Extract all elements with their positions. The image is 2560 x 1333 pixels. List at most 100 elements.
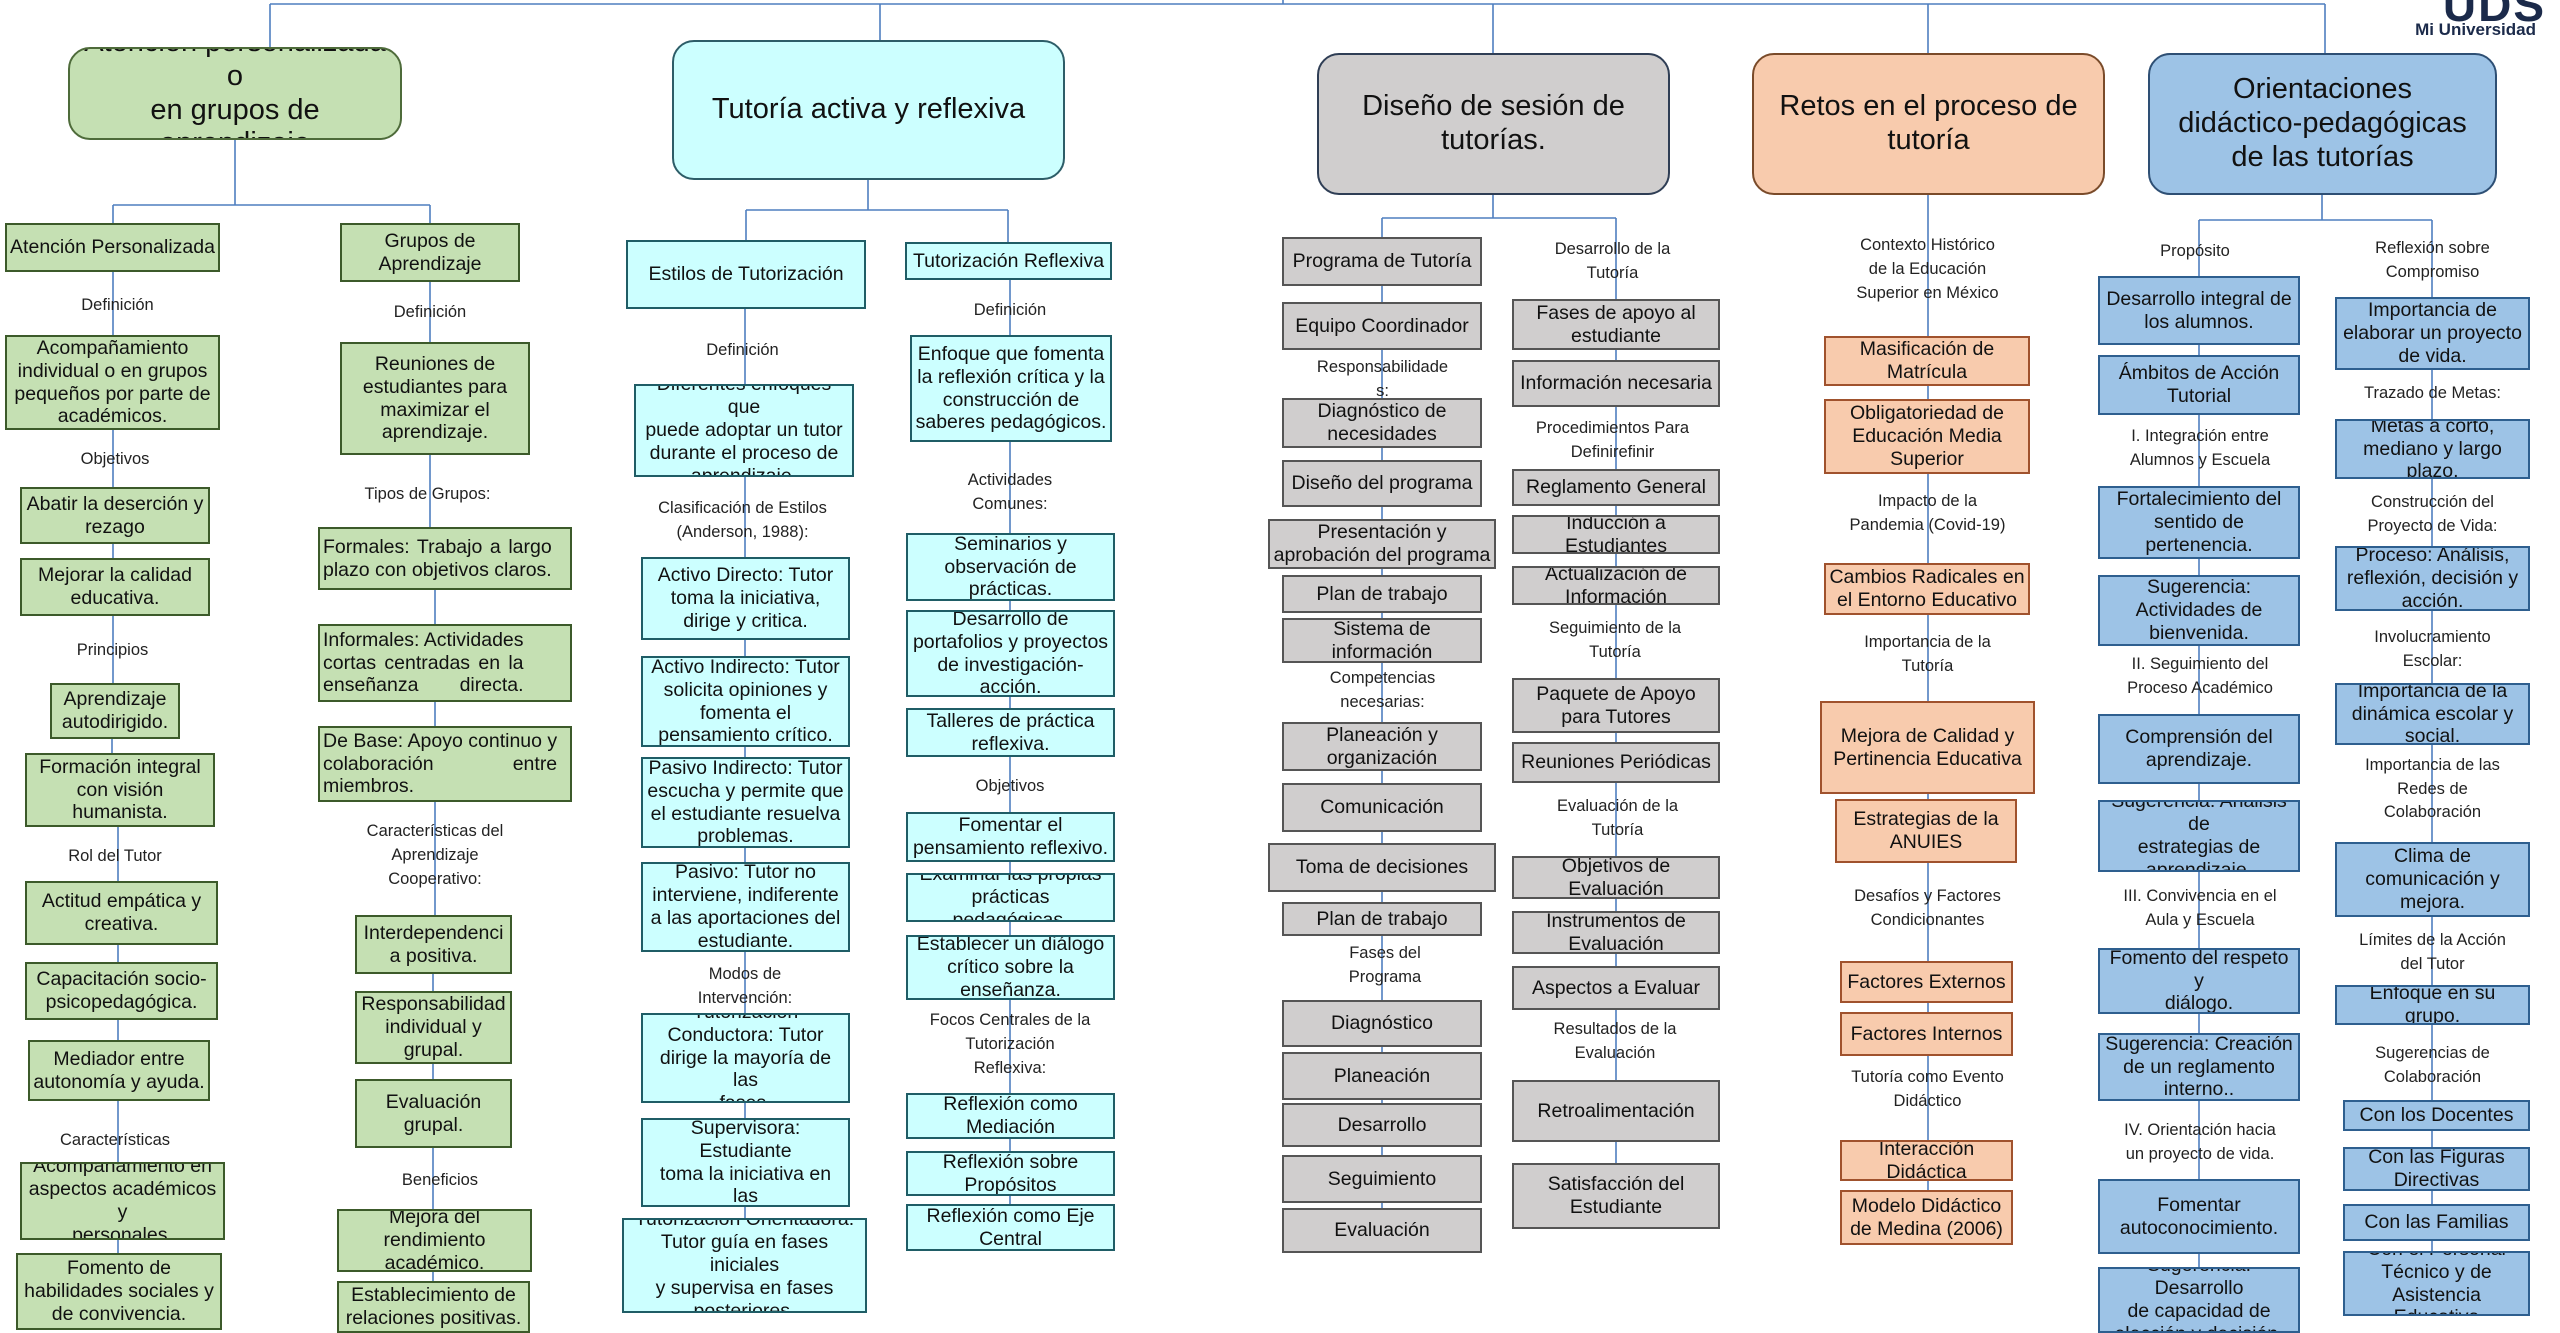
concept-box-c5-n16: Con las Figuras Directivas	[2343, 1147, 2530, 1191]
concept-box-c3-n12: Sistema de información	[1282, 618, 1482, 663]
connector-label-c2-l5: Objetivos	[975, 777, 1045, 796]
concept-box-c3-n7: Reglamento General	[1512, 469, 1720, 506]
connector-label-c4-l3: Importancia de la Tutoría	[1864, 633, 1991, 675]
concept-box-c4-n7: Factores Internos	[1840, 1012, 2013, 1056]
concept-box-c1-n19: Mejora del rendimiento académico.	[337, 1209, 532, 1272]
concept-box-c1-n11: Formación integral con visión humanista.	[25, 753, 215, 827]
concept-box-c5-n2: Importancia de elaborar un proyecto de v…	[2335, 297, 2530, 370]
concept-box-c4-n4: Mejora de Calidad y Pertinencia Educativ…	[1820, 701, 2035, 794]
connector-label-c5-l3: Trazado de Metas:	[2364, 384, 2501, 403]
concept-box-c1-n14: Capacitación socio- psicopedagógica.	[25, 962, 218, 1020]
concept-box-c3-n23: Planeación	[1282, 1052, 1482, 1100]
logo-mark: UDS	[2442, 0, 2546, 31]
connector-label-c2-l2: Definición	[973, 301, 1047, 320]
concept-box-c5-n17: Fomentar autoconocimiento.	[2098, 1179, 2300, 1254]
concept-box-c2-n10: Pasivo Indirecto: Tutor escucha y permit…	[641, 757, 850, 848]
concept-box-c3-n15: Reuniones Periódicas	[1512, 742, 1720, 783]
concept-box-c3-n27: Satisfacción del Estudiante	[1512, 1163, 1720, 1229]
concept-box-c5-n15: Con los Docentes	[2343, 1100, 2530, 1131]
connector-label-c1-l6: Características del Aprendizaje Cooperat…	[366, 822, 504, 888]
connector-label-c4-l4: Desafíos y Factores Condicionantes	[1854, 887, 2001, 929]
concept-box-c3-n28: Evaluación	[1282, 1208, 1482, 1253]
concept-box-c1-n6: Formales: Trabajo a largo plazo con obje…	[318, 527, 572, 590]
concept-box-c1-n8: Informales: Actividades cortas centradas…	[318, 624, 572, 702]
concept-box-c2-n7: Desarrollo de portafolios y proyectos de…	[906, 610, 1115, 697]
connector-label-c2-l3: Actividades Comunes:	[967, 471, 1053, 513]
concept-box-c3-n25: Desarrollo	[1282, 1103, 1482, 1147]
connector-label-c5-l1: Propósito	[2160, 242, 2230, 261]
concept-box-c2-n8: Activo Indirecto: Tutor solicita opinion…	[641, 656, 850, 747]
connector-label-c5-l9: III. Convivencia en el Aula y Escuela	[2123, 887, 2277, 929]
concept-box-c2-n17: Tutorización Supervisora: Estudiante tom…	[641, 1118, 850, 1207]
university-logo: UDS Mi Universidad	[2380, 0, 2560, 56]
connector-label-c1-l2: Definición	[393, 302, 467, 321]
concept-box-c5-n14: Sugerencia: Creación de un reglamento in…	[2098, 1033, 2300, 1101]
concept-box-c2-n6: Activo Directo: Tutor toma la iniciativa…	[641, 557, 850, 640]
concept-box-c5-n13: Enfoque en su grupo.	[2335, 985, 2530, 1025]
concept-box-c5-n5: Fortalecimiento del sentido de pertenenc…	[2098, 486, 2300, 559]
connector-label-c5-l11: Sugerencias de Colaboración	[2375, 1044, 2490, 1086]
connector-label-c4-l2: Impacto de la Pandemia (Covid-19)	[1849, 492, 2006, 534]
concept-box-c1-n4: Reuniones de estudiantes para maximizar …	[340, 342, 530, 455]
concept-box-c5-n7: Sugerencia: Actividades de bienvenida.	[2098, 575, 2300, 646]
connector-label-c4-l1: Contexto Histórico de la Educación Super…	[1856, 236, 1999, 302]
concept-box-c2-n3: Diferentes enfoques que puede adoptar un…	[634, 384, 854, 477]
connector-label-c5-l12: IV. Orientación hacia un proyecto de vid…	[2124, 1121, 2276, 1163]
main-topic-c5: Orientaciones didáctico-pedagógicas de l…	[2148, 53, 2497, 195]
connector-label-c1-l7: Rol del Tutor	[68, 847, 162, 866]
concept-box-c4-n6: Factores Externos	[1840, 961, 2013, 1003]
connector-label-c1-l4: Tipos de Grupos:	[364, 485, 491, 504]
concept-box-c4-n1: Masificación de Matrícula	[1824, 336, 2030, 386]
logo-subtitle: Mi Universidad	[2415, 20, 2536, 39]
concept-box-c1-n7: Mejorar la calidad educativa.	[20, 558, 210, 616]
concept-box-c2-n5: Seminarios y observación de prácticas.	[906, 533, 1115, 601]
connector-label-c3-l8: Resultados de la Evaluación	[1553, 1020, 1677, 1062]
main-topic-c2: Tutoría activa y reflexiva	[672, 40, 1065, 180]
concept-box-c4-n8: Interacción Didáctica	[1840, 1140, 2013, 1181]
concept-box-c2-n4: Enfoque que fomenta la reflexión crítica…	[910, 335, 1112, 442]
concept-box-c1-n10: De Base: Apoyo continuo y colaboración e…	[318, 726, 572, 802]
concept-box-c1-n3: Acompañamiento individual o en grupos pe…	[5, 335, 220, 430]
concept-box-c1-n17: Evaluación grupal.	[355, 1079, 512, 1148]
concept-box-c5-n18: Con las Familias	[2343, 1204, 2530, 1241]
connector-label-c5-l8: Importancia de las Redes de Colaboración	[2365, 755, 2500, 822]
concept-box-c3-n8: Presentación y aprobación del programa	[1268, 519, 1496, 569]
connector-label-c2-l4: Clasificación de Estilos (Anderson, 1988…	[658, 498, 827, 541]
concept-box-c3-n21: Aspectos a Evaluar	[1512, 966, 1720, 1010]
concept-box-c3-n11: Plan de trabajo	[1282, 575, 1482, 613]
concept-box-c5-n20: Sugerencia: Desarrollo de capacidad de e…	[2098, 1267, 2300, 1333]
concept-box-c2-n9: Talleres de práctica reflexiva.	[906, 708, 1115, 757]
connector-label-c2-l7: Focos Centrales de la Tutorización Refle…	[929, 1011, 1091, 1077]
concept-box-c2-n20: Tutorización Orientadora: Tutor guía en …	[622, 1218, 867, 1313]
concept-box-c1-n13: Interdependenci a positiva.	[355, 915, 512, 974]
concept-box-c5-n8: Importancia de la dinámica escolar y soc…	[2335, 683, 2530, 745]
concept-box-c3-n10: Actualización de Información	[1512, 566, 1720, 605]
concept-box-c1-n15: Responsabilidad individual y grupal.	[355, 991, 512, 1064]
concept-box-c3-n16: Comunicación	[1282, 783, 1482, 832]
connector-label-c3-l3: Procedimientos Para Definirefinir	[1535, 418, 1690, 461]
concept-box-c3-n3: Equipo Coordinador	[1282, 302, 1482, 350]
concept-box-c3-n2: Fases de apoyo al estudiante	[1512, 299, 1720, 350]
concept-box-c2-n19: Reflexión como Eje Central	[906, 1204, 1115, 1251]
concept-box-c1-n9: Aprendizaje autodirigido.	[50, 683, 180, 739]
concept-box-c3-n22: Diagnóstico	[1282, 1000, 1482, 1047]
concept-box-c1-n12: Actitud empática y creativa.	[25, 881, 218, 945]
connector-label-c1-l9: Beneficios	[401, 1171, 479, 1190]
concept-box-c2-n13: Examinar las propias prácticas pedagógic…	[906, 873, 1115, 922]
concept-box-c1-n20: Fomento de habilidades sociales y de con…	[16, 1253, 222, 1330]
connector-label-c5-l4: I. Integración entre Alumnos y Escuela	[2129, 427, 2271, 469]
concept-box-c5-n19: Con el Personal Técnico y de Asistencia …	[2343, 1251, 2530, 1316]
connector-label-c1-l3: Objetivos	[80, 450, 150, 469]
connector-label-c5-l5: Construcción del Proyecto de Vida:	[2367, 493, 2498, 535]
main-topic-c3: Diseño de sesión de tutorías.	[1317, 53, 1670, 195]
concept-box-c5-n9: Comprensión del aprendizaje.	[2098, 714, 2300, 784]
concept-box-c5-n4: Metas a corto, mediano y largo plazo.	[2335, 419, 2530, 479]
concept-box-c5-n11: Clima de comunicación y mejora.	[2335, 842, 2530, 917]
concept-box-c5-n10: Sugerencia: Análisis de estrategias de a…	[2098, 800, 2300, 872]
concept-box-c2-n18: Reflexión sobre Propósitos	[906, 1151, 1115, 1196]
connector-label-c5-l6: Involucramiento Escolar:	[2374, 628, 2491, 670]
concept-box-c3-n6: Diseño del programa	[1282, 460, 1482, 507]
connector-label-c5-l2: Reflexión sobre Compromiso	[2375, 239, 2490, 281]
